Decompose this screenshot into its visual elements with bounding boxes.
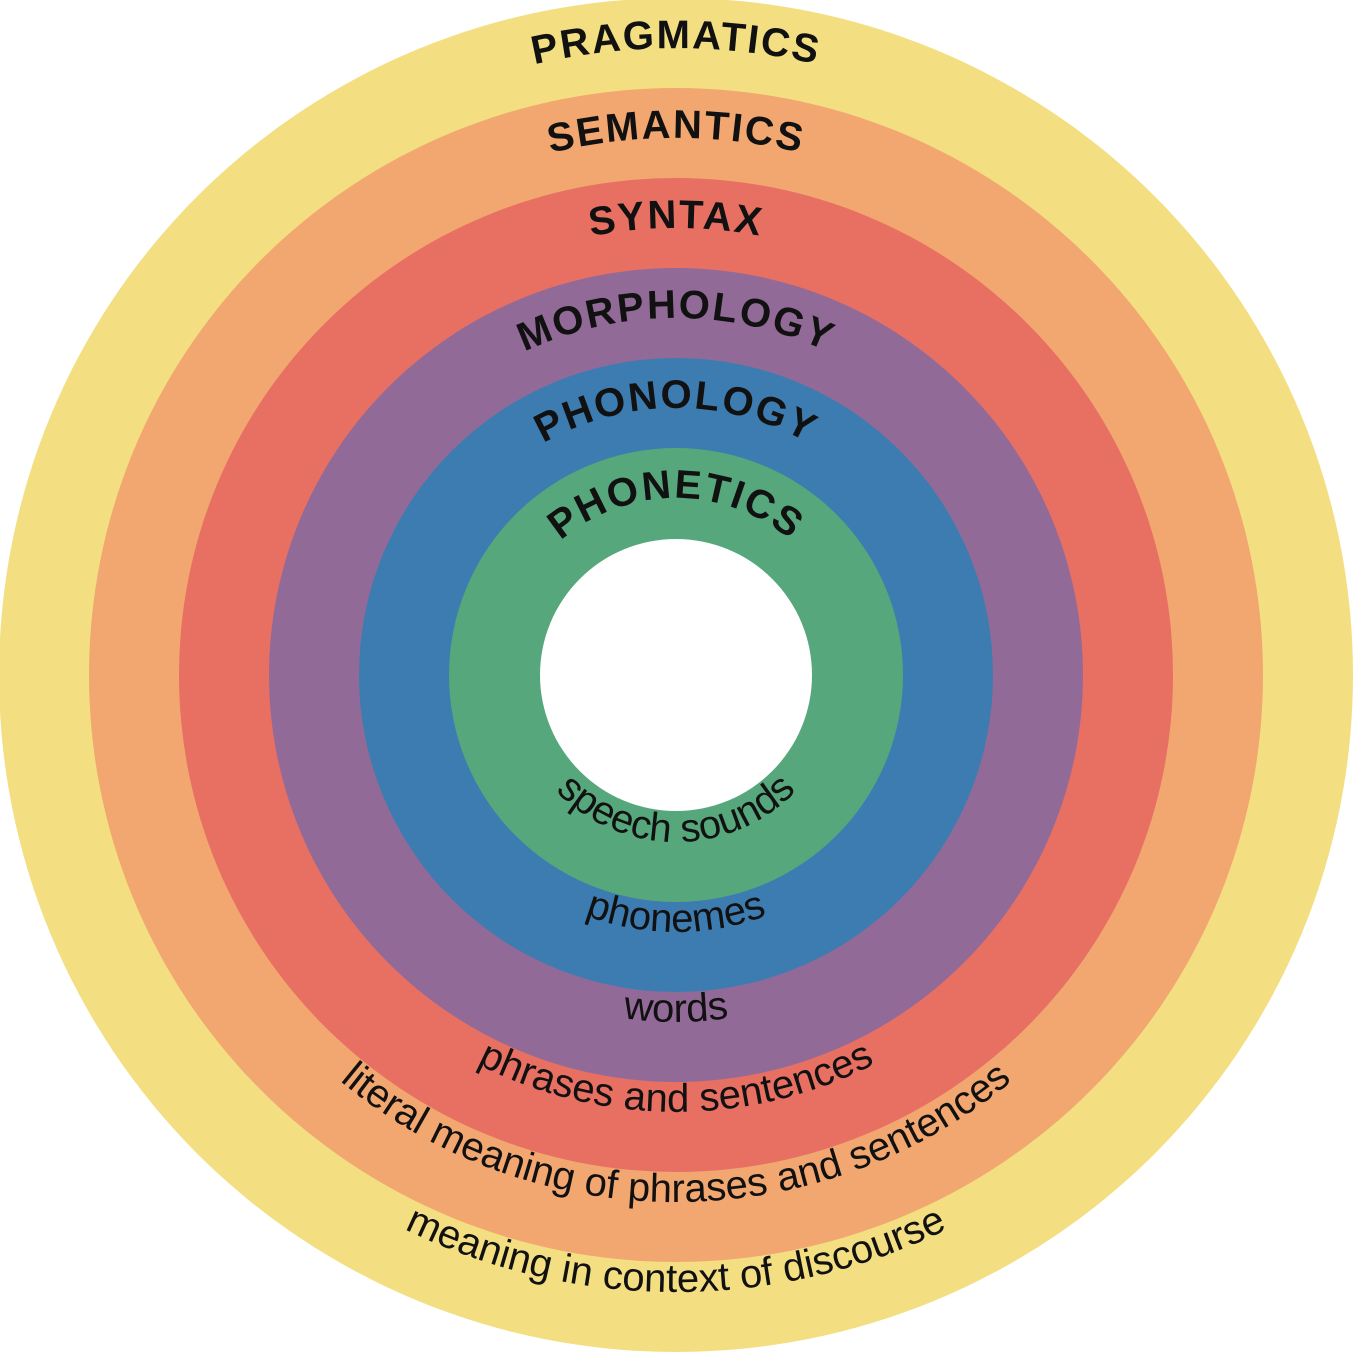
ring-description-morphology: words — [621, 983, 730, 1031]
center-hole — [540, 539, 812, 811]
